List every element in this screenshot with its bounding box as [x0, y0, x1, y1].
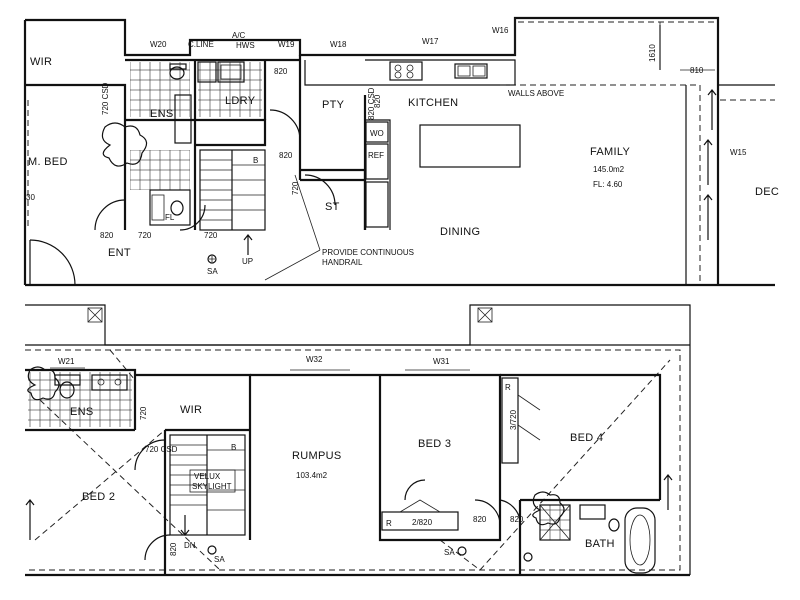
room-rumpus: RUMPUS: [292, 450, 341, 462]
upper-floor-labels: ENS WIR RUMPUS 103.4m2 BED 3 BED 4 BED 2…: [58, 355, 615, 564]
door-720-csd-upper: 720 CSD: [145, 445, 178, 454]
room-bath: BATH: [585, 538, 615, 550]
note-handrail-1: PROVIDE CONTINUOUS: [322, 248, 414, 257]
window-w20: W20: [150, 40, 167, 49]
dim-810: 810: [690, 66, 704, 75]
note-handrail-2: HANDRAIL: [322, 258, 363, 267]
label-b: B: [253, 156, 258, 165]
door-720-csd: 720 CSD: [101, 82, 110, 115]
label-wo: WO: [370, 129, 384, 138]
door-820-upper-c: 820: [510, 515, 524, 524]
window-w18: W18: [330, 40, 347, 49]
room-dec: DEC: [755, 186, 779, 198]
window-w21: W21: [58, 357, 75, 366]
room-st: ST: [325, 201, 340, 213]
family-floor-level: FL: 4.60: [593, 180, 623, 189]
room-ent: ENT: [108, 247, 131, 259]
window-w31: W31: [433, 357, 450, 366]
label-cline: C.LINE: [188, 40, 214, 49]
room-bed-2: BED 2: [82, 491, 115, 503]
door-720-c: 720: [291, 181, 300, 195]
room-ldry: LDRY: [225, 95, 256, 107]
room-family: FAMILY: [590, 146, 630, 158]
kitchen-island: [419, 124, 521, 168]
dim-1610: 1610: [648, 44, 657, 62]
room-master-bed: M. BED: [28, 156, 68, 168]
label-r-a: R: [386, 519, 392, 528]
ground-stairs: [199, 149, 266, 255]
dim-30: 30: [26, 193, 35, 202]
window-w17: W17: [422, 37, 439, 46]
label-walls-above: WALLS ABOVE: [508, 89, 564, 98]
room-wir-upper: WIR: [180, 404, 202, 416]
room-pty: PTY: [322, 99, 345, 111]
door-820-upper-b: 820: [473, 515, 487, 524]
door-820-c: 820: [100, 231, 114, 240]
door-820-a: 820: [274, 67, 288, 76]
rumpus-area: 103.4m2: [296, 471, 328, 480]
door-2-820: 2/820: [412, 518, 433, 527]
door-720-upper: 720: [139, 406, 148, 420]
label-velux: VELUX: [194, 472, 221, 481]
door-3-720: 3/720: [509, 409, 518, 430]
door-820-csd: 820 CSD: [367, 87, 376, 120]
label-r-b: R: [505, 383, 511, 392]
label-fl: FL: [165, 213, 175, 222]
door-820-b: 820: [279, 151, 293, 160]
upper-floor-plan: [25, 304, 691, 577]
door-820-upper-a: 820: [169, 542, 178, 556]
label-hws: HWS: [236, 41, 255, 50]
room-bed-3: BED 3: [418, 438, 451, 450]
room-ens-upper: ENS: [70, 406, 94, 418]
label-sa-upper-a: SA: [214, 555, 225, 564]
window-w32: W32: [306, 355, 323, 364]
door-820-d: 820: [373, 94, 382, 108]
room-wir: WIR: [30, 56, 52, 68]
room-ens: ENS: [150, 108, 174, 120]
label-ref: REF: [368, 151, 384, 160]
ground-floor-plan: [23, 16, 775, 287]
label-ac: A/C: [232, 31, 246, 40]
label-dn: DN: [184, 541, 196, 550]
room-kitchen: KITCHEN: [408, 97, 458, 109]
label-b-upper: B: [231, 443, 236, 452]
window-w15: W15: [730, 148, 747, 157]
label-up: UP: [242, 257, 253, 266]
window-w16: W16: [492, 26, 509, 35]
label-sa: SA: [207, 267, 218, 276]
room-dining: DINING: [440, 226, 480, 238]
window-w19: W19: [278, 40, 295, 49]
family-area: 145.0m2: [593, 165, 625, 174]
door-720-a: 720: [138, 231, 152, 240]
label-skylight: SKYLIGHT: [192, 482, 232, 491]
room-bed-4: BED 4: [570, 432, 603, 444]
door-720-b: 720: [204, 231, 218, 240]
label-sa-upper-b: SA: [444, 548, 455, 557]
ground-floor-labels: WIR M. BED ENS LDRY PTY KITCHEN FAMILY 1…: [26, 26, 779, 276]
